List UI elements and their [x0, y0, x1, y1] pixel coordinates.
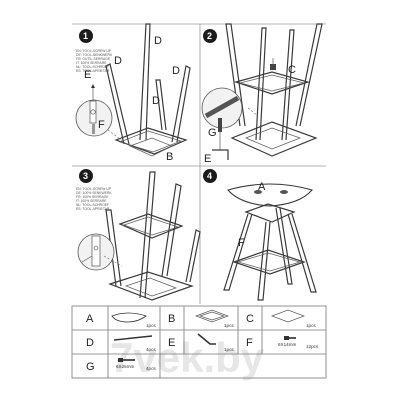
step-3-panel: 3 EN: TOOL-SCREW UP DE: 100% SENKWERK FR… — [76, 169, 201, 301]
step-4-stool-drawing — [223, 183, 317, 301]
short-screw-icon — [284, 336, 296, 340]
svg-text:A: A — [86, 313, 94, 325]
step-3-number-badge — [79, 169, 93, 183]
svg-text:ES: TOOL-APRIETAR: ES: TOOL-APRIETAR — [76, 207, 110, 211]
svg-text:12pcs: 12pcs — [306, 344, 319, 349]
svg-text:IT: 100% SERRARE: IT: 100% SERRARE — [76, 199, 107, 203]
svg-text:FR: 100% SERRAGE: FR: 100% SERRAGE — [76, 195, 109, 199]
part-row-g: G 6X25mm 4pcs — [86, 358, 156, 373]
step-1-label-d-right: D — [172, 65, 180, 77]
step-1-label-d-top: D — [154, 35, 162, 47]
svg-text:FR: OUTIL-SERRAGE: FR: OUTIL-SERRAGE — [76, 57, 111, 61]
step-2-label-c: C — [288, 64, 296, 76]
step-2-stool-drawing — [225, 23, 323, 157]
step-4-label-f: F — [238, 237, 245, 249]
svg-text:NL: TOOL-SCHROEF: NL: TOOL-SCHROEF — [76, 65, 109, 69]
step-1-label-b: B — [166, 151, 173, 163]
step-1-label-f: F — [98, 119, 105, 131]
seat-plate-icon — [271, 309, 305, 323]
seat-frame — [108, 271, 194, 301]
seat — [227, 183, 313, 207]
footrest-ring — [118, 213, 184, 239]
allen-key — [212, 149, 229, 160]
part-row-b: B 1pcs — [168, 309, 234, 328]
footrest-ring — [233, 71, 311, 95]
leg-4 — [171, 65, 191, 143]
part-row-a: A 1pcs — [86, 312, 156, 328]
step-4-label-a: A — [258, 181, 266, 193]
step-2-panel: 2 C G E — [201, 23, 323, 165]
svg-text:IT: 100% SERRARE: IT: 100% SERRARE — [76, 61, 107, 65]
step-2-detail-circle — [201, 87, 243, 160]
step-1-label-d-mid: D — [152, 95, 160, 107]
svg-text:F: F — [246, 337, 253, 349]
step-2-label-e: E — [204, 153, 211, 165]
svg-text:4pcs: 4pcs — [146, 347, 156, 352]
part-row-c: C 1pcs — [246, 309, 316, 328]
part-row-e: E 1pcs — [168, 333, 234, 352]
svg-text:DE: 100% SENKWERK: DE: 100% SENKWERK — [76, 191, 112, 195]
step-4-number: 4 — [207, 171, 212, 181]
watermark-text: 7vek.by — [110, 334, 265, 381]
step-1-number-badge — [79, 29, 93, 43]
leg-1 — [139, 23, 151, 141]
svg-text:1pcs: 1pcs — [306, 323, 316, 328]
step-1-number: 1 — [83, 31, 88, 41]
svg-text:DE: TOOL-SENKWERK: DE: TOOL-SENKWERK — [76, 53, 113, 57]
step-3-stool-drawing — [105, 171, 201, 301]
svg-text:1pcs: 1pcs — [146, 323, 156, 328]
step-2-label-g: G — [208, 127, 217, 139]
step-1-label-d-left: D — [114, 55, 122, 67]
step-1-warning-text: EN: TOOL-SCREW UP DE: TOOL-SENKWERK FR: … — [76, 49, 113, 73]
step-1-stool-drawing — [105, 23, 191, 157]
svg-text:4pcs: 4pcs — [146, 366, 156, 371]
svg-text:6X14mm: 6X14mm — [278, 342, 297, 347]
seat-plate — [230, 121, 318, 157]
svg-text:E: E — [168, 337, 175, 349]
leg-2 — [105, 63, 130, 145]
seat-icon — [111, 312, 147, 323]
svg-text:6X25mm: 6X25mm — [116, 364, 135, 369]
parts-table: A 1pcs B 1pcs C 1pcs D 4pcs E 1pcs F — [71, 305, 327, 379]
svg-text:1pcs: 1pcs — [224, 347, 234, 352]
square-frame-icon — [195, 309, 229, 323]
svg-text:B: B — [168, 313, 175, 325]
svg-text:G: G — [86, 361, 95, 373]
step-1-label-e: E — [84, 69, 91, 81]
leg-3 — [155, 79, 167, 131]
part-row-d: D 4pcs — [86, 335, 156, 352]
leg-icon — [113, 335, 153, 341]
part-row-f: F 6X14mm 12pcs — [246, 336, 319, 349]
svg-text:C: C — [246, 313, 254, 325]
svg-text:NL: TOOL-SCHROEF: NL: TOOL-SCHROEF — [76, 203, 109, 207]
svg-text:D: D — [86, 337, 94, 349]
step-1-detail-circle — [75, 84, 113, 137]
svg-text:EN: TOOL-SCREW UP: EN: TOOL-SCREW UP — [76, 187, 112, 191]
step-4-panel: 4 A F — [203, 169, 317, 301]
step-4-number-badge — [203, 169, 217, 183]
step-1-panel: 1 EN: TOOL-SCREW UP DE: TOOL-SENKWERK FR… — [75, 23, 191, 163]
step-3-detail-circle — [77, 233, 123, 271]
svg-text:1pcs: 1pcs — [224, 323, 234, 328]
step-3-number: 3 — [83, 171, 88, 181]
long-screw-icon — [118, 358, 135, 362]
step-3-warning-text: EN: TOOL-SCREW UP DE: 100% SENKWERK FR: … — [76, 187, 112, 211]
seat-frame — [114, 127, 188, 155]
svg-text:EN: TOOL-SCREW UP: EN: TOOL-SCREW UP — [76, 49, 112, 53]
allen-key-icon — [197, 333, 216, 345]
step-2-number-badge — [203, 29, 217, 43]
step-2-number: 2 — [207, 31, 212, 41]
svg-text:ES: TOOL-APRIETAR: ES: TOOL-APRIETAR — [76, 69, 110, 73]
